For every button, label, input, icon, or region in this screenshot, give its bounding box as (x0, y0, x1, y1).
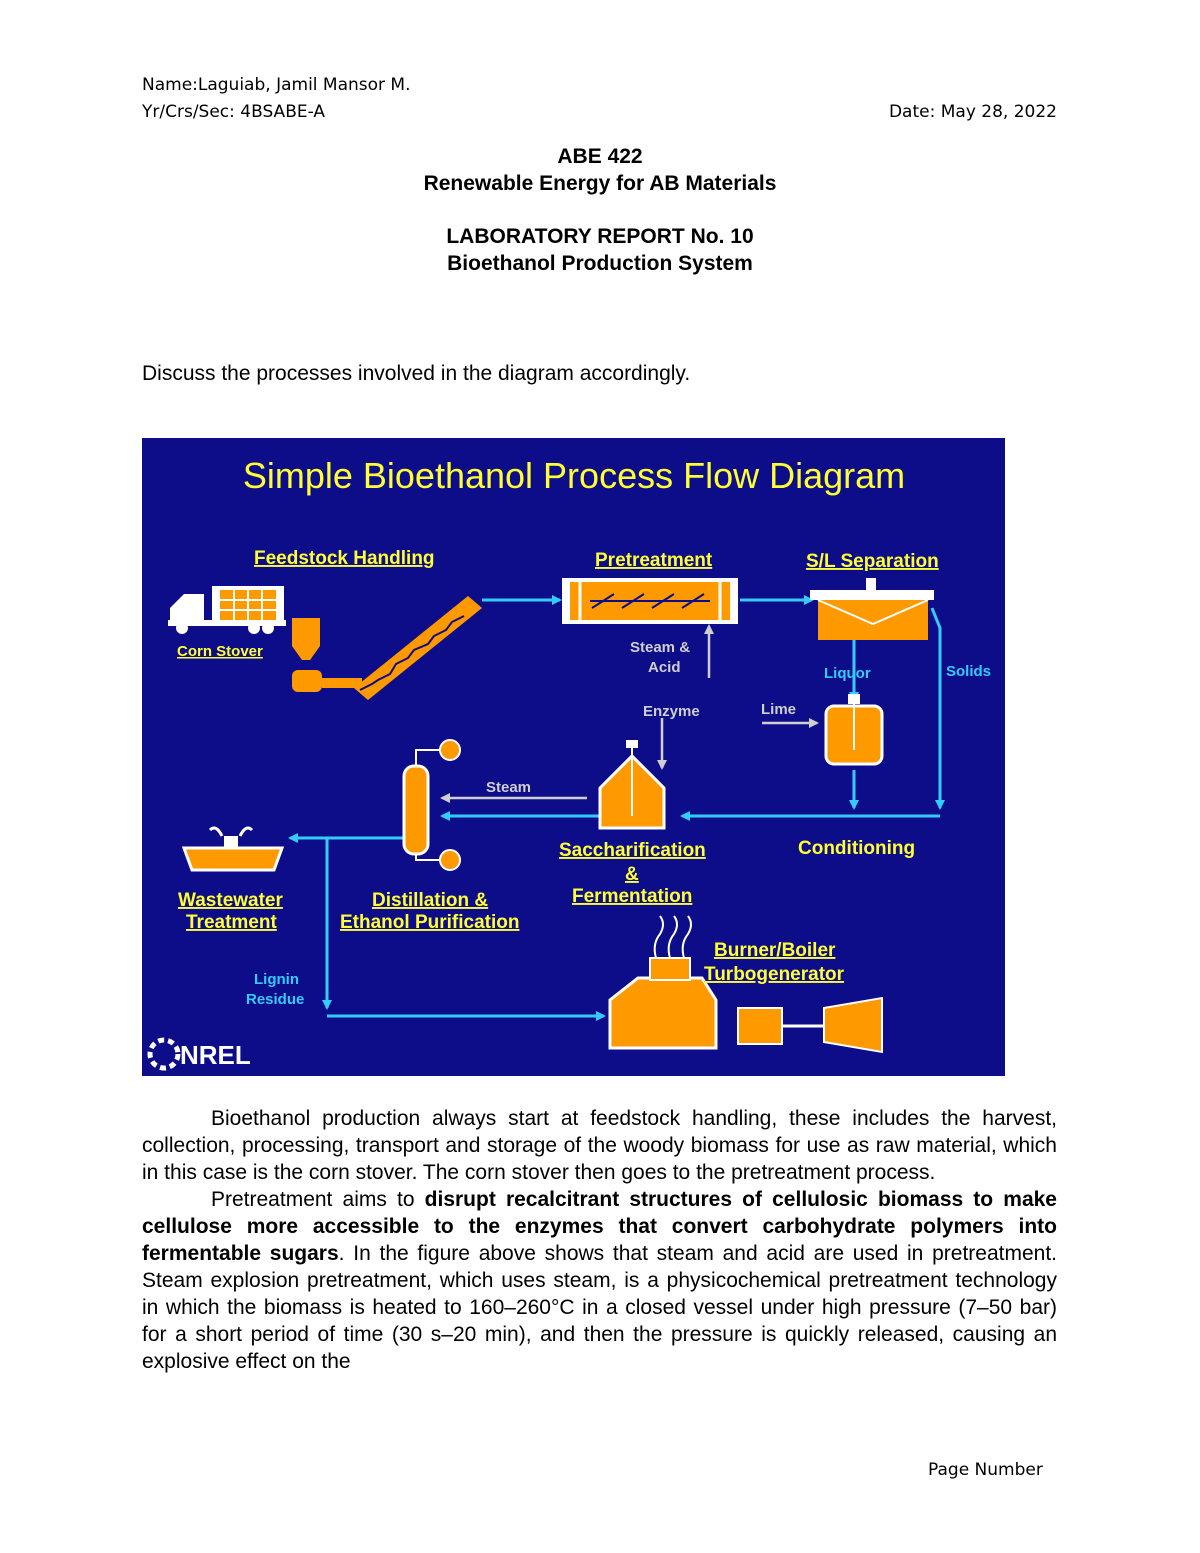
nrel-logo: NREL (147, 1037, 251, 1071)
fermentation-tank-icon (598, 740, 666, 830)
pretreatment-reactor-icon (562, 578, 738, 624)
process-flow-diagram: Simple Bioethanol Process Flow Diagram (142, 438, 1005, 1076)
wastewater-basin-icon (181, 826, 285, 872)
conveyor-icon (354, 596, 482, 700)
course-title: Renewable Energy for AB Materials (423, 172, 777, 195)
label-lime: Lime (761, 701, 796, 718)
distillation-column-icon (402, 739, 461, 871)
conditioning-tank-icon (824, 694, 884, 766)
label-conditioning: Conditioning (798, 838, 915, 859)
body-text: Bioethanol production always start at fe… (142, 1105, 1057, 1375)
hopper-icon (292, 618, 362, 692)
label-solids: Solids (946, 663, 991, 680)
boiler-icon (608, 915, 718, 1050)
report-number: LABORATORY REPORT No. 10 (446, 225, 754, 248)
label-saccharification-3: Fermentation (572, 886, 692, 907)
label-lignin-2: Residue (246, 991, 304, 1008)
label-sl-separation: S/L Separation (806, 551, 939, 572)
label-feedstock-handling: Feedstock Handling (254, 548, 435, 569)
label-steam-acid-1: Steam & (630, 639, 690, 656)
label-distillation-1: Distillation & (372, 890, 488, 911)
paragraph-pretreatment-bold: disrupt recalcitrant structures of cellu… (142, 1188, 1057, 1265)
report-title: Bioethanol Production System (447, 252, 753, 275)
label-lignin-1: Lignin (254, 971, 299, 988)
separation-tank-icon (810, 578, 934, 640)
paragraph-feedstock: Bioethanol production always start at fe… (142, 1107, 1057, 1184)
label-saccharification-2: & (625, 864, 639, 885)
label-steam: Steam (486, 779, 531, 796)
label-pretreatment: Pretreatment (595, 550, 713, 571)
label-saccharification-1: Saccharification (559, 840, 706, 861)
label-wastewater-1: Wastewater (178, 890, 283, 911)
label-steam-acid-2: Acid (648, 659, 681, 676)
label-burner-2: Turbogenerator (704, 964, 845, 985)
label-burner-1: Burner/Boiler (714, 940, 836, 961)
label-distillation-2: Ethanol Purification (340, 912, 519, 933)
diagram-title: Simple Bioethanol Process Flow Diagram (243, 455, 905, 496)
discussion-prompt: Discuss the processes involved in the di… (142, 362, 691, 385)
course-code: ABE 422 (557, 145, 643, 168)
label-liquor: Liquor (824, 665, 871, 682)
label-corn-stover: Corn Stover (177, 643, 263, 660)
label-wastewater-2: Treatment (186, 912, 277, 933)
nrel-logo-text: NREL (180, 1040, 251, 1070)
student-name: Name:Laguiab, Jamil Mansor M. (142, 75, 411, 95)
paragraph-pretreatment-end: . In the figure above shows that steam a… (142, 1242, 1057, 1373)
year-course-section: Yr/Crs/Sec: 4BSABE-A (142, 102, 325, 122)
truck-icon (168, 586, 286, 634)
flow-solids-down (930, 607, 945, 810)
label-enzyme: Enzyme (643, 703, 700, 720)
report-date: Date: May 28, 2022 (888, 102, 1057, 122)
turbogenerator-icon (737, 996, 883, 1054)
paragraph-pretreatment-start: Pretreatment aims to (211, 1188, 425, 1211)
page-number: Page Number (928, 1460, 1043, 1480)
paragraph-pretreatment: Pretreatment aims to disrupt recalcitran… (142, 1186, 1057, 1375)
